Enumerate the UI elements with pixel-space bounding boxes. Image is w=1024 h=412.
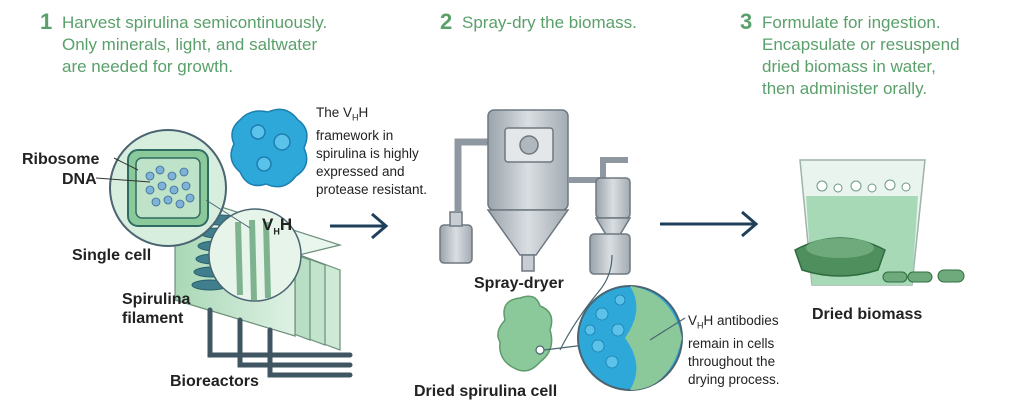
spray-dryer-icon [439, 109, 632, 351]
arrow-2 [660, 210, 759, 238]
label-spirulina-filament: Spirulina filament [122, 291, 191, 327]
step-2-number: 2 [440, 9, 453, 34]
note-antibodies-line-1: VHH antibodies [688, 313, 779, 331]
note-framework-line-3: spirulina is highly [316, 145, 419, 161]
label-spray-dryer: Spray-dryer [474, 275, 564, 292]
dried-cell-icon [497, 285, 686, 391]
capsule-icon [882, 269, 965, 283]
note-framework-line-4: expressed and [316, 163, 405, 179]
arrow-1 [330, 212, 389, 240]
step-1-number: 1 [40, 9, 53, 34]
step-3-number: 3 [740, 9, 753, 34]
step-3-text: Formulate for ingestion. Encapsulate or … [762, 13, 960, 98]
label-single-cell: Single cell [72, 247, 152, 264]
label-dried-biomass: Dried biomass [812, 306, 923, 323]
note-antibodies-line-4: drying process. [688, 371, 780, 387]
step-3: 3 Formulate for ingestion. Encapsulate o… [740, 9, 1010, 104]
step-1: 1 Harvest spirulina semicontinuously. On… [40, 9, 400, 82]
note-framework-line-5: protease resistant. [316, 181, 428, 197]
step-2: 2 Spray-dry the biomass. [440, 9, 700, 36]
note-antibodies-line-2: remain in cells [688, 335, 775, 351]
label-ribosome: Ribosome [22, 151, 100, 168]
cell-icon [95, 129, 251, 247]
label-dried-spirulina-cell: Dried spirulina cell [414, 383, 558, 400]
cup-icon [794, 159, 926, 286]
label-vhh: VHH [262, 215, 293, 237]
step-1-text: Harvest spirulina semicontinuously. Only… [62, 13, 328, 76]
protein-structure-icon [230, 108, 308, 188]
note-antibodies-line-3: throughout the [688, 353, 776, 369]
note-framework-line-2: framework in [316, 127, 394, 143]
label-bioreactors: Bioreactors [170, 373, 259, 390]
note-vhh-framework: The VHH framework in spirulina is highly… [316, 104, 466, 199]
label-dna: DNA [62, 171, 97, 188]
note-vhh-antibodies: VHH antibodies remain in cells throughou… [688, 312, 828, 389]
step-2-text: Spray-dry the biomass. [462, 13, 637, 32]
note-framework-line-1: The VHH [316, 105, 369, 123]
